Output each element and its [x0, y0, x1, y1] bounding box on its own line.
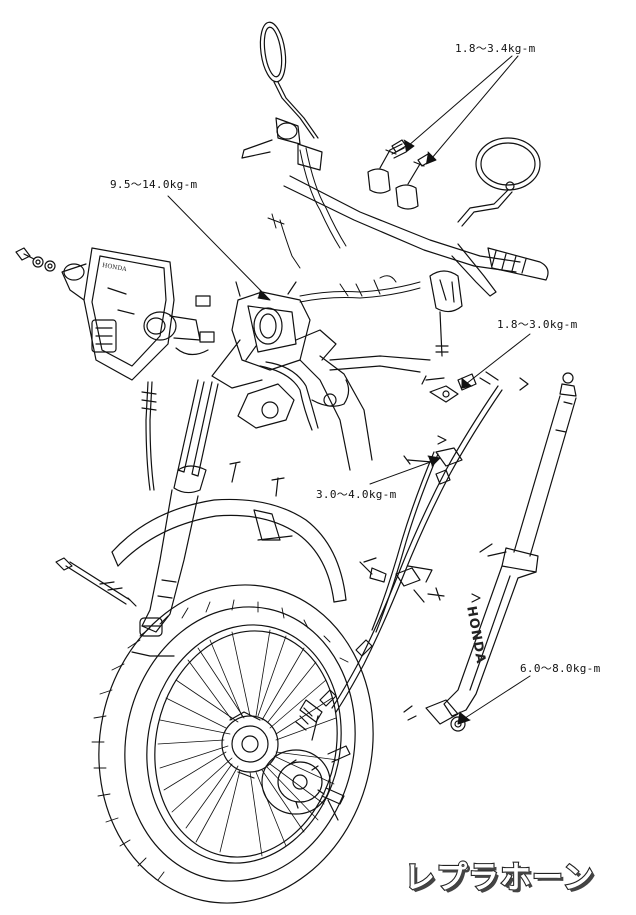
torque-callout-cable-clamp: 1.8～3.0kg-m — [497, 318, 578, 331]
torque-callout-steering-stem: 9.5～14.0kg-m — [110, 178, 198, 191]
steering-stem — [211, 281, 337, 431]
speedometer-cable — [371, 451, 439, 633]
front-axle — [55, 557, 175, 657]
cable-guides — [359, 371, 529, 603]
frame — [299, 355, 431, 471]
torque-callout-mirror-clamp: 1.8～3.4kg-m — [455, 42, 536, 55]
wiring-harness — [267, 147, 421, 303]
right-fork-leg — [403, 372, 577, 732]
handlebar — [241, 117, 549, 357]
brake-panel — [261, 745, 351, 821]
right-mirror — [457, 137, 541, 227]
watermark: レプラホーン — [403, 859, 595, 897]
front-wheel — [91, 584, 374, 904]
speedometer-case — [15, 247, 215, 491]
front-fender — [111, 461, 347, 603]
brake-cable — [295, 385, 503, 741]
left-mirror — [259, 21, 319, 139]
callout-leaders — [167, 55, 531, 725]
torque-callout-fork-bracket: 3.0～4.0kg-m — [316, 488, 397, 501]
torque-callout-axle-nut: 6.0～8.0kg-m — [520, 662, 601, 675]
handlebar-clamps — [367, 139, 433, 210]
left-fork-leg — [141, 379, 219, 633]
